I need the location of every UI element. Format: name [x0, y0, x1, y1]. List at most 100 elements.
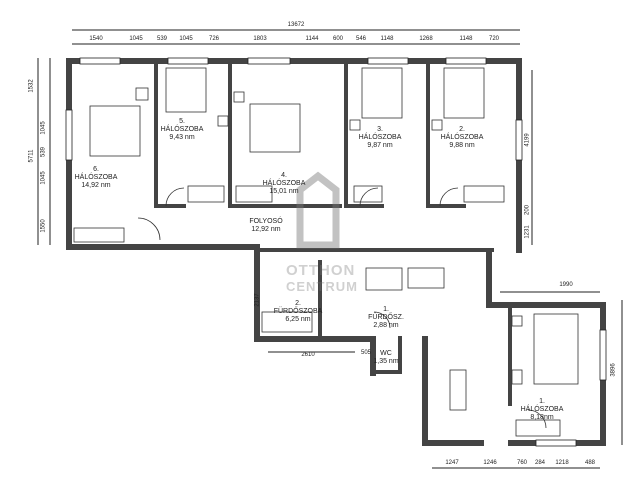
door-arc: [165, 187, 185, 207]
dim-top-5: 726: [208, 36, 220, 42]
dim-top-11: 1268: [419, 36, 433, 42]
dim-right-1: 4199: [524, 133, 531, 147]
dim-3896: 3896: [610, 363, 617, 377]
door-arc: [439, 187, 459, 207]
dim-bottom-1: 1247: [445, 460, 459, 466]
room-1-name: HÁLÓSZOBA: [520, 406, 564, 413]
dim-top-6: 1803: [253, 36, 267, 42]
room-2-area: 9,88 nm: [449, 142, 475, 149]
room-5-name: HÁLÓSZOBA: [160, 126, 204, 133]
room-2-name: HÁLÓSZOBA: [440, 134, 484, 141]
dim-right-2: 200: [524, 204, 531, 216]
window: [599, 329, 607, 381]
corridor-label: FOLYOSÓ 12,92 nm: [249, 218, 282, 234]
bathroom-2-name: FÜRDŐSZOBA: [273, 308, 323, 315]
dim-left-5: 5711: [28, 149, 35, 163]
dim-left-3: 539: [40, 146, 47, 158]
door-arc: [137, 217, 161, 241]
room-3-label: 3. HÁLÓSZOBA 9,87 nm: [359, 126, 402, 150]
wall-wc-right: [398, 336, 402, 370]
dim-top-3: 539: [156, 36, 168, 42]
outer-wall-bath-left: [254, 250, 260, 340]
wardrobe: [187, 185, 225, 203]
window: [445, 57, 487, 65]
room-3-number: 3.: [377, 126, 383, 133]
corridor-name: FOLYOSÓ: [249, 218, 283, 225]
room-1-number: 1.: [539, 398, 545, 405]
dim-top-8: 600: [332, 36, 344, 42]
door-arc: [373, 311, 391, 329]
wardrobe: [463, 185, 505, 203]
bathroom-2-label: 2. FÜRDŐSZOBA 6,25 nm: [274, 300, 323, 324]
outer-wall-bath-bottom: [254, 336, 374, 342]
nightstand: [217, 115, 229, 127]
room-2-number: 2.: [459, 126, 465, 133]
wc-name: WC: [380, 350, 392, 357]
dim-top-9: 546: [355, 36, 367, 42]
room-6-label: 6. HÁLÓSZOBA 14,92 nm: [75, 166, 118, 190]
bathtub: [261, 311, 313, 333]
wall-corridor-bottom: [254, 248, 494, 252]
wc-label: WC 1,35 nm: [373, 350, 398, 366]
wall-6-5: [154, 58, 158, 208]
bathroom-1-number: 1.: [383, 306, 389, 313]
wardrobe: [73, 227, 125, 243]
dim-bottom-5: 1218: [555, 460, 569, 466]
wall-5-4: [228, 58, 232, 208]
bathroom-2-area: 6,25 nm: [285, 316, 311, 323]
window: [515, 119, 523, 161]
room-5-area: 9,43 nm: [169, 134, 195, 141]
window: [65, 109, 73, 161]
bathroom-1-area: 2,88 nm: [373, 322, 399, 329]
bed: [165, 67, 207, 113]
wall-r1-left: [508, 306, 512, 406]
wall-hall-bottom: [422, 440, 484, 446]
corridor-area: 12,92 nm: [251, 226, 281, 233]
dim-top-1: 1540: [89, 36, 103, 42]
room-4-area: 15,01 nm: [269, 188, 299, 195]
nightstand: [349, 119, 361, 131]
bathroom-2-number: 2.: [295, 300, 301, 307]
dim-2137: 2137: [254, 293, 261, 307]
nightstand: [511, 369, 523, 385]
window: [79, 57, 121, 65]
dim-left-6: 1550: [40, 219, 47, 233]
nightstand: [431, 119, 443, 131]
wardrobe: [235, 185, 273, 203]
nightstand: [135, 87, 149, 101]
dim-bottom-3: 760: [516, 460, 528, 466]
wall-corridor-top-b: [232, 204, 342, 208]
window: [247, 57, 291, 65]
room-5-number: 5.: [179, 118, 185, 125]
room-1-label: 1. HÁLÓSZOBA 8,18nm: [521, 398, 564, 422]
room-4-label: 4. HÁLÓSZOBA 15,01 nm: [263, 172, 306, 196]
bed: [89, 105, 141, 157]
wall-r1-top: [486, 302, 606, 308]
dim-left-4: 1045: [40, 171, 47, 185]
door-arc: [359, 187, 379, 207]
wall-hall-left: [422, 336, 428, 444]
wall-wc-left: [370, 336, 376, 376]
room-3-name: HÁLÓSZOBA: [358, 134, 402, 141]
room-6-number: 6.: [93, 166, 99, 173]
wall-right-lower: [486, 250, 492, 306]
wall-3-2: [426, 58, 430, 208]
dim-bottom-6: 488: [584, 460, 596, 466]
dim-bottom-2: 1246: [483, 460, 497, 466]
window: [367, 57, 409, 65]
wall-corridor-top-d: [430, 204, 466, 208]
dim-top-2: 1045: [129, 36, 143, 42]
bed: [361, 67, 403, 119]
shelf: [449, 369, 467, 411]
watermark-text-otthon: OTTHON: [286, 262, 356, 279]
bed: [249, 103, 301, 153]
room-2-label: 2. HÁLÓSZOBA 9,88 nm: [441, 126, 484, 150]
watermark-logo: [296, 171, 340, 249]
door-arc: [527, 409, 547, 429]
dim-left-2: 1045: [40, 121, 47, 135]
dim-right-3: 1231: [524, 225, 531, 239]
wardrobe: [515, 419, 561, 437]
room-4-name: HÁLÓSZOBA: [262, 180, 306, 187]
bathroom-1-label: 1. FÜRDŐSZ. 2,88 nm: [368, 306, 404, 330]
